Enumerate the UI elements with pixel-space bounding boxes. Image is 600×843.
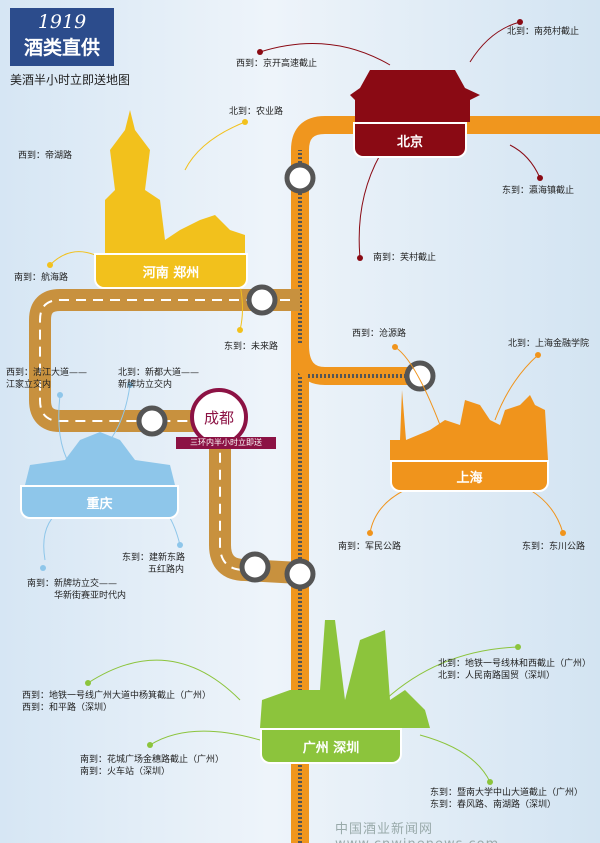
city-name: 上海 [456,470,483,486]
zhengzhou-tower-icon [105,110,245,255]
watermark: 中国酒业新闻网 www.cnwinenews.com [335,822,498,843]
city-name: 河南 郑州 [142,265,200,281]
chongqing-south-label-2: 华新街赛亚时代内 [54,591,127,601]
shanghai-north-label: 北到：上海金融学院 [508,339,590,349]
shanghai-south-label: 南到：军民公路 [338,542,402,552]
page-title: 美酒半小时立即送地图 [10,73,131,87]
city-name: 广州 深圳 [302,740,360,756]
zhengzhou-east-label: 东到：未来路 [224,342,279,352]
chengdu-tag: 三环内半小时立即送 [176,437,276,449]
station [404,360,436,392]
shenzhen-east-label: 东到：春风路、南湖路（深圳） [430,800,557,810]
zhengzhou-west-label: 西到：帝湖路 [18,151,73,161]
beijing-east-label: 东到：瀛海镇截止 [502,186,575,196]
station [246,284,278,316]
beijing-gate-icon [350,70,480,122]
main-route [291,116,600,843]
station [239,551,271,583]
guangzhou-west-label: 西到：地铁一号线广州大道中杨箕截止（广州） [22,691,212,701]
chengdu-north-label: 北到：新都大道——新牌坊立交内 [118,368,200,390]
city-guangzhou-shenzhen: 广州 深圳 [260,728,402,764]
chengdu-west-label: 西到：清江大道——江家立交内 [6,368,88,390]
shenzhen-north-label: 北到：人民南路国贸（深圳） [438,671,556,681]
city-beijing: 北京 [353,122,467,158]
city-shanghai: 上海 [390,460,549,492]
chongqing-hall-icon [25,432,175,485]
shanghai-east-label: 东到：东川公路 [522,542,586,552]
beijing-north-label: 北到：南苑村截止 [507,27,580,37]
city-zhengzhou: 河南 郑州 [94,253,248,289]
chongqing-east-label-2: 五红路内 [148,565,185,575]
guangzhou-north-label: 北到：地铁一号线林和西截止（广州） [438,659,592,669]
station [284,558,316,590]
shanghai-west-label: 西到：沧源路 [352,329,407,339]
city-chongqing: 重庆 [20,485,179,519]
beijing-west-label: 西到：京开高速截止 [236,59,318,69]
city-name: 重庆 [86,496,113,512]
shenzhen-west-label: 西到：和平路（深圳） [22,703,113,713]
logo: 1919 酒类直供 [10,8,114,66]
shenzhen-south-label: 南到：火车站（深圳） [80,767,171,777]
chongqing-east-label: 东到：建新东路 [122,553,186,563]
chongqing-south-label: 南到：新牌坊立交—— [27,579,118,589]
shanghai-route [291,344,420,385]
station [136,405,168,437]
shanghai-skyline-icon [390,390,548,460]
logo-number: 1919 [37,11,87,33]
guangzhou-skyline-icon [260,620,430,728]
city-name: 成都 [203,408,234,427]
city-name: 北京 [396,134,423,150]
guangzhou-south-label: 南到：花城广场金穗路截止（广州） [80,755,225,765]
zhengzhou-north-label: 北到：农业路 [229,107,284,117]
station [284,162,316,194]
guangzhou-east-label: 东到：暨南大学中山大道截止（广州） [430,788,584,798]
beijing-south-label: 南到：芙村截止 [373,253,437,263]
zhengzhou-south-label: 南到：航海路 [14,273,69,283]
logo-name: 酒类直供 [23,37,100,59]
stations [136,162,436,590]
